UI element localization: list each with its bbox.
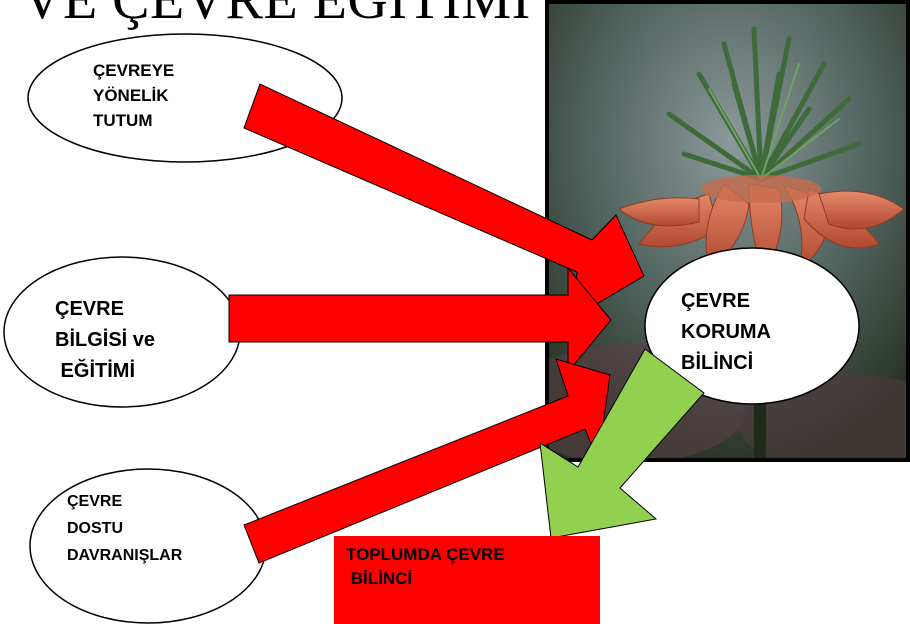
arrow-dostu-to-koruma [243,358,611,564]
node-dostu-label: ÇEVRE DOSTU DAVRANIŞLAR [67,493,183,564]
node-tutum-label: ÇEVREYE YÖNELİK TUTUM [93,61,175,130]
arrow-bilgi-to-koruma [228,266,612,374]
node-koruma-ellipse [644,247,860,405]
node-koruma-label: ÇEVRE KORUMA BİLİNCİ [681,290,771,374]
slide-title: VE ÇEVRE EĞİTİMİ [22,0,531,31]
result-box [334,536,600,624]
arrow-tutum-to-koruma [243,83,645,319]
node-bilgi-label: ÇEVRE BİLGİSİ ve EĞİTİMİ [55,298,156,382]
arrow-koruma-to-result [539,348,705,539]
result-label: TOPLUMDA ÇEVRE BİLİNCİ [346,545,505,588]
